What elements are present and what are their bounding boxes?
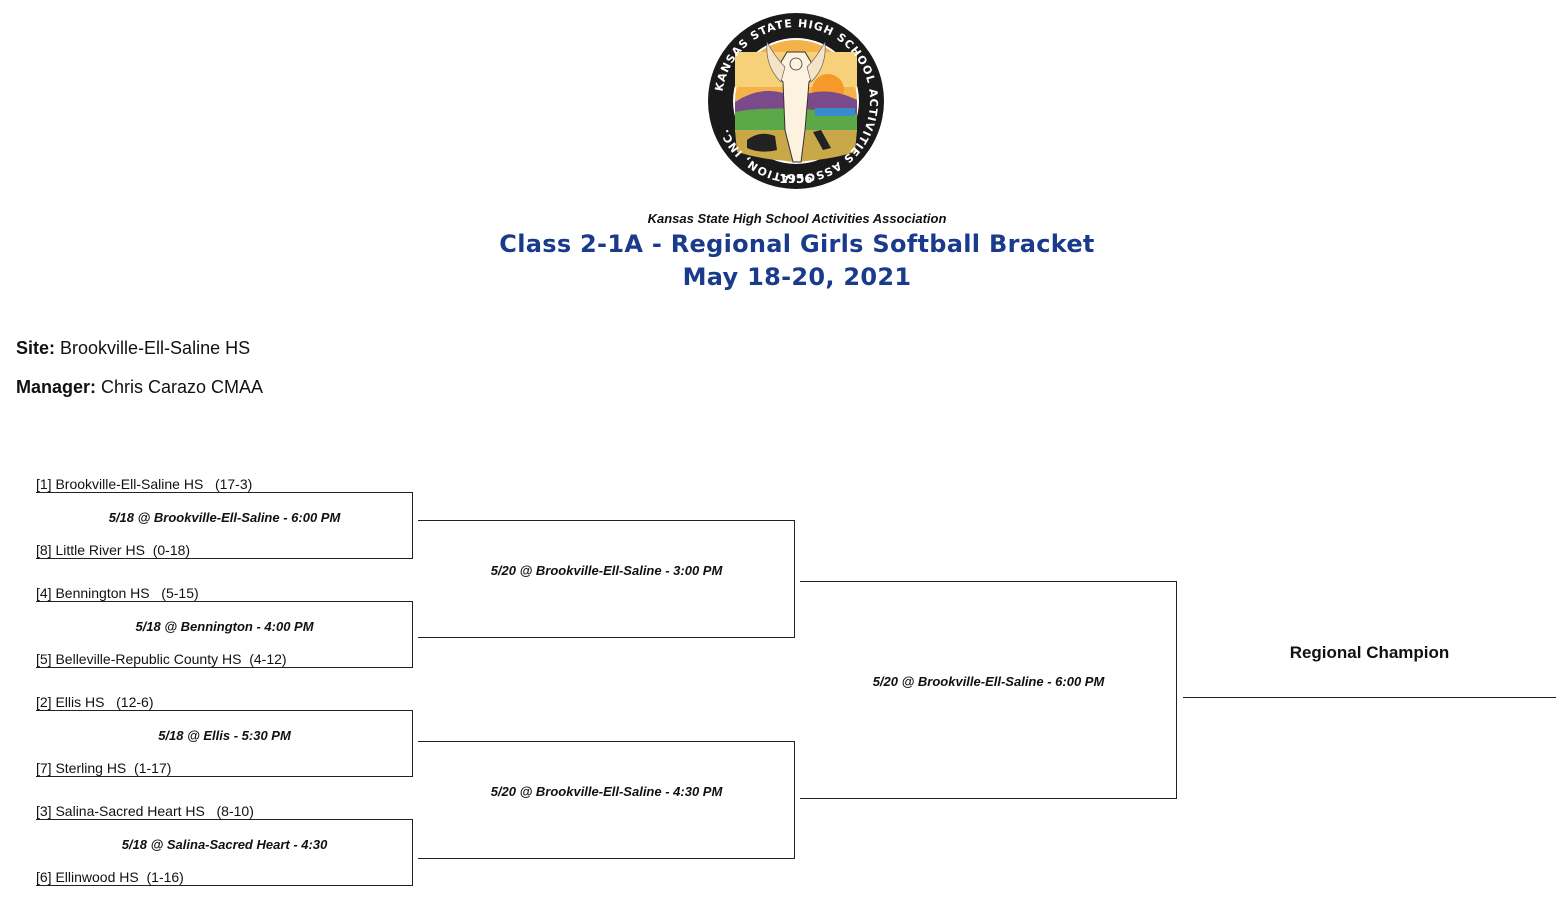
site-info: Site: Brookville-Ell-Saline HS	[16, 338, 250, 359]
round2-game-1-bracket	[418, 520, 795, 638]
team-seed-1: [1] Brookville-Ell-Saline HS (17-3)	[36, 476, 253, 492]
final-game-label: 5/20 @ Brookville-Ell-Saline - 6:00 PM	[872, 674, 1105, 689]
round1-game-2-label: 5/18 @ Bennington - 4:00 PM	[135, 619, 314, 634]
team-seed-6: [6] Ellinwood HS (1-16)	[36, 869, 184, 885]
team-seed-2: [2] Ellis HS (12-6)	[36, 694, 154, 710]
team-seed-7: [7] Sterling HS (1-17)	[36, 760, 172, 776]
team-seed-5: [5] Belleville-Republic County HS (4-12)	[36, 651, 287, 667]
organization-name: Kansas State High School Activities Asso…	[647, 211, 947, 226]
team-seed-8: [8] Little River HS (0-18)	[36, 542, 191, 558]
team-seed-3: [3] Salina-Sacred Heart HS (8-10)	[36, 803, 254, 819]
round1-game-3-bracket	[36, 710, 413, 777]
round1-game-3-label: 5/18 @ Ellis - 5:30 PM	[158, 728, 291, 743]
round1-game-2-bracket	[36, 601, 413, 668]
site-label: Site:	[16, 338, 56, 358]
final-game-bracket	[800, 581, 1177, 799]
logo-year: 1956	[779, 172, 812, 186]
round2-game-1-label: 5/20 @ Brookville-Ell-Saline - 3:00 PM	[490, 563, 723, 578]
round2-game-2-bracket	[418, 741, 795, 859]
manager-value: Chris Carazo CMAA	[101, 377, 264, 397]
champion-line	[1183, 697, 1556, 698]
regional-champion-label: Regional Champion	[1289, 643, 1450, 662]
page-title: Class 2-1A - Regional Girls Softball Bra…	[499, 230, 1095, 258]
site-value: Brookville-Ell-Saline HS	[60, 338, 251, 358]
round1-game-4-label: 5/18 @ Salina-Sacred Heart - 4:30	[121, 837, 328, 852]
team-seed-4: [4] Bennington HS (5-15)	[36, 585, 199, 601]
round1-game-4-bracket	[36, 819, 413, 886]
round1-game-1-label: 5/18 @ Brookville-Ell-Saline - 6:00 PM	[108, 510, 341, 525]
kshsaa-logo: KANSAS STATE HIGH SCHOOL ACTIVITIES ASSO…	[705, 12, 887, 190]
manager-info: Manager: Chris Carazo CMAA	[16, 377, 263, 398]
round1-game-1-bracket	[36, 492, 413, 559]
round2-game-2-label: 5/20 @ Brookville-Ell-Saline - 4:30 PM	[490, 784, 723, 799]
manager-label: Manager:	[16, 377, 97, 397]
page-subtitle-dates: May 18-20, 2021	[682, 263, 912, 291]
